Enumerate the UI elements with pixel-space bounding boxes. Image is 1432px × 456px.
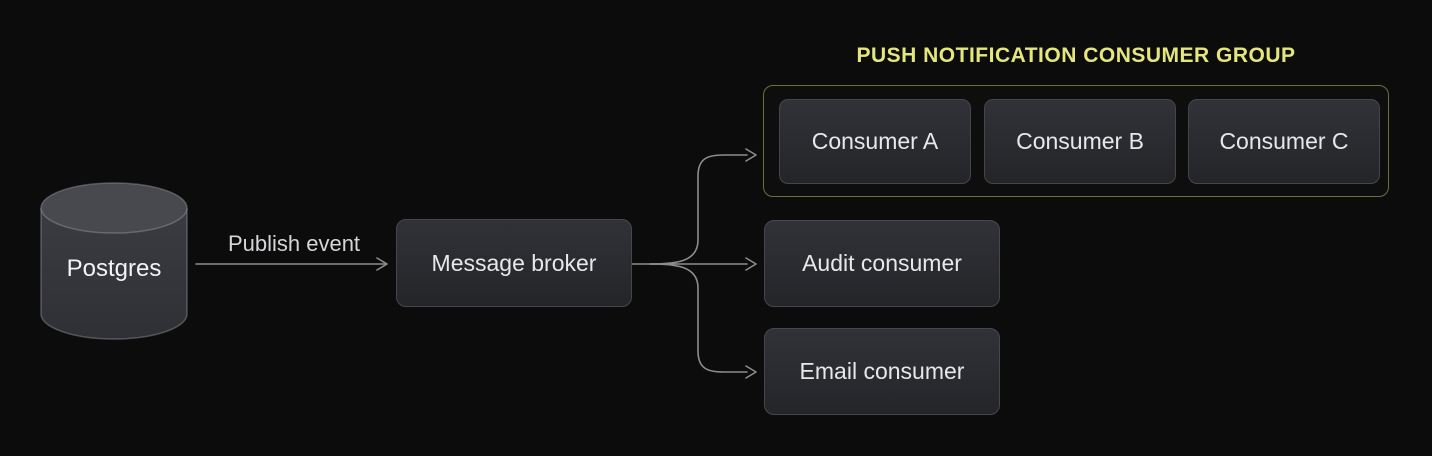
node-consumer-a-label: Consumer A — [811, 128, 939, 154]
node-consumer-b-label: Consumer B — [1016, 128, 1144, 154]
node-message-broker: Message broker — [396, 219, 632, 307]
edge-broker-to-group-line — [649, 154, 748, 265]
push-notification-consumer-group: Consumer A Consumer B Consumer C — [763, 85, 1389, 197]
edge-broker-to-email-line — [649, 263, 748, 373]
consumer-group-title: PUSH NOTIFICATION CONSUMER GROUP — [856, 44, 1296, 67]
database-cylinder-icon — [40, 182, 188, 340]
node-consumer-c: Consumer C — [1188, 99, 1380, 184]
node-email-consumer-label: Email consumer — [799, 358, 965, 384]
node-postgres — [40, 182, 188, 340]
edge-broker-to-group-arrowhead — [745, 148, 757, 162]
node-consumer-b: Consumer B — [984, 99, 1176, 184]
node-email-consumer: Email consumer — [764, 328, 1000, 415]
node-postgres-label: Postgres — [66, 255, 162, 282]
edge-broker-to-email-arrowhead — [745, 365, 757, 379]
node-consumer-a: Consumer A — [779, 99, 971, 184]
edge-publish-event-arrowhead — [376, 257, 388, 271]
node-message-broker-label: Message broker — [431, 249, 597, 276]
node-audit-consumer: Audit consumer — [764, 220, 1000, 307]
node-audit-consumer-label: Audit consumer — [802, 250, 962, 276]
node-consumer-c-label: Consumer C — [1219, 128, 1349, 154]
edge-broker-to-audit-arrowhead — [745, 257, 757, 271]
edge-publish-event-label: Publish event — [227, 231, 361, 256]
